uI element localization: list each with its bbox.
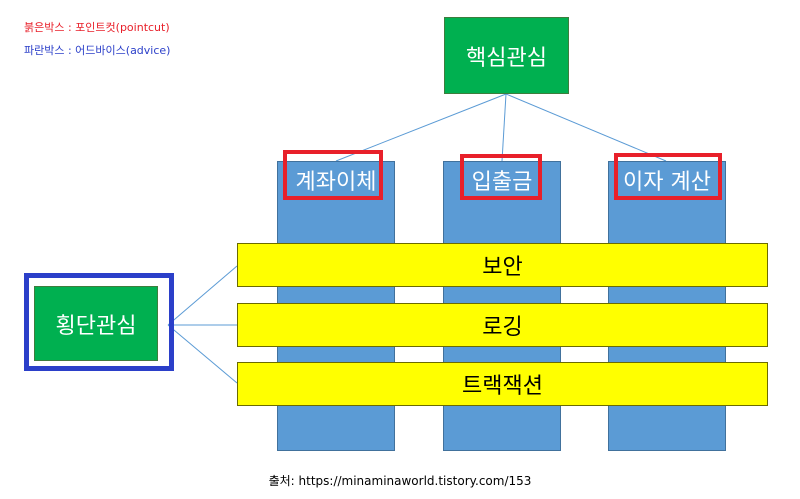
connector-cross-to-band1 [167,265,238,326]
advice-box [24,273,174,371]
column-label-deposit-withdraw: 입출금 [471,170,533,195]
column-label-interest-calc: 이자 계산 [623,170,711,195]
band-transaction: 트랙잭션 [237,362,768,406]
connector-core-to-col3 [505,93,667,162]
pointcut-box-deposit-withdraw [460,154,542,200]
legend-pointcut: 붉은박스 : 포인트컷(pointcut) [24,21,170,34]
connector-core-to-col2 [501,93,507,162]
column-label-account-transfer: 계좌이체 [295,170,377,195]
pointcut-box-interest-calc [614,153,722,200]
connector-core-to-col1 [335,93,507,162]
pointcut-box-account-transfer [283,150,383,200]
core-concern-box: 핵심관심 [444,17,569,94]
band-security: 보안 [237,243,768,287]
band-logging: 로깅 [237,303,768,347]
legend-advice: 파란박스 : 어드바이스(advice) [24,44,171,57]
source-caption: 출처: https://minaminaworld.tistory.com/15… [268,474,532,488]
cross-cutting-concern-box: 횡단관심 [34,286,158,361]
connector-cross-to-band3 [167,324,238,384]
